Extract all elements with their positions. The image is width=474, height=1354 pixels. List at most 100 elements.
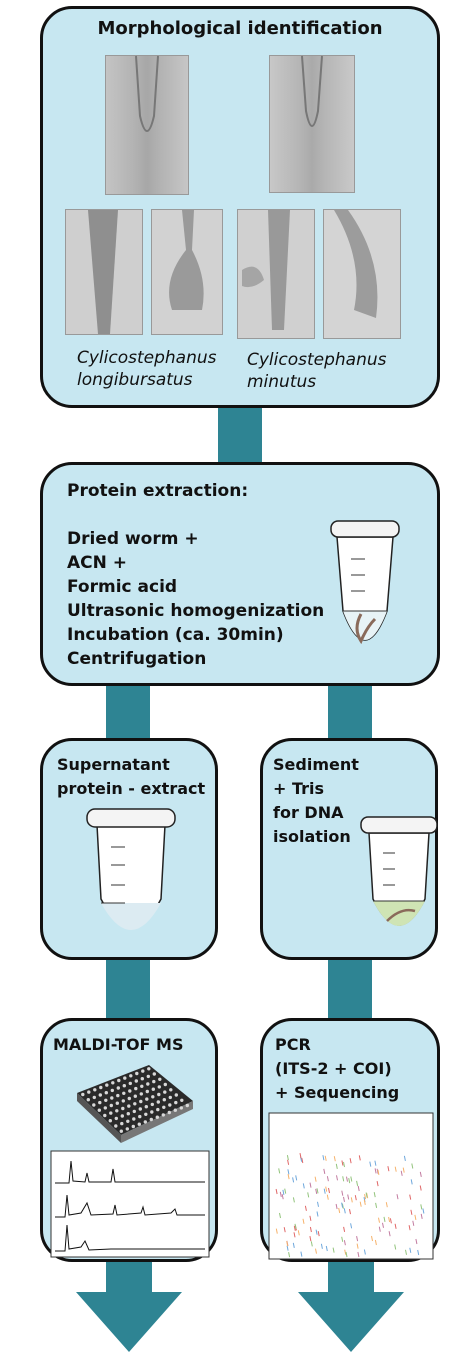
trace-mark bbox=[287, 1174, 290, 1180]
extraction-box: Protein extraction: Dried worm + ACN + F… bbox=[40, 462, 440, 686]
trace-mark bbox=[341, 1236, 344, 1242]
worm-tail-icon bbox=[88, 210, 118, 334]
trace-mark bbox=[419, 1171, 422, 1177]
supernatant-line-1: Supernatant bbox=[57, 755, 170, 774]
plate-well bbox=[167, 1110, 171, 1115]
plate-well bbox=[127, 1096, 131, 1101]
plate-well bbox=[169, 1088, 173, 1092]
trace-mark bbox=[363, 1249, 366, 1255]
trace-mark bbox=[292, 1197, 295, 1203]
plate-well bbox=[156, 1107, 160, 1112]
trace-mark bbox=[363, 1199, 366, 1205]
trace-mark bbox=[409, 1194, 412, 1200]
plate-well bbox=[168, 1103, 172, 1107]
plate-well bbox=[86, 1098, 90, 1102]
plate-well bbox=[111, 1081, 115, 1085]
plate-well bbox=[104, 1098, 108, 1102]
trace-mark bbox=[356, 1243, 359, 1249]
trace-mark bbox=[286, 1155, 289, 1161]
trace-mark bbox=[385, 1202, 388, 1208]
sediment-line-1: Sediment bbox=[273, 755, 359, 774]
connector-supernatant-maldi bbox=[106, 950, 150, 1022]
trace-mark bbox=[378, 1217, 380, 1223]
plate-well bbox=[98, 1100, 102, 1105]
maldi-title: MALDI-TOF MS bbox=[53, 1035, 184, 1054]
spectra-icon bbox=[50, 1150, 210, 1258]
trace-mark bbox=[315, 1229, 318, 1235]
extraction-step-2: ACN + bbox=[67, 553, 128, 573]
trace-mark bbox=[333, 1156, 336, 1162]
trace-mark bbox=[315, 1188, 318, 1194]
trace-mark bbox=[396, 1194, 399, 1200]
plate-well bbox=[140, 1077, 144, 1081]
extraction-step-6: Centrifugation bbox=[67, 649, 207, 669]
trace-mark bbox=[343, 1196, 345, 1202]
trace-mark bbox=[347, 1194, 350, 1200]
plate-well bbox=[93, 1088, 97, 1092]
plate-well bbox=[140, 1084, 144, 1088]
species-a-genus: Cylicostephanus bbox=[77, 348, 217, 368]
trace-mark bbox=[378, 1226, 381, 1232]
plate-well bbox=[157, 1085, 161, 1089]
trace-mark bbox=[345, 1251, 348, 1258]
trace-mark bbox=[278, 1168, 281, 1174]
plate-well bbox=[126, 1119, 130, 1123]
plate-well bbox=[155, 1115, 159, 1119]
down-arrow-icon bbox=[298, 1262, 404, 1352]
plate-well bbox=[161, 1113, 165, 1117]
trace-mark bbox=[354, 1195, 357, 1201]
plate-well bbox=[152, 1079, 156, 1084]
plate-well bbox=[143, 1120, 147, 1124]
trace-mark bbox=[325, 1245, 328, 1252]
plate-well bbox=[126, 1112, 130, 1116]
trace-mark bbox=[349, 1158, 352, 1164]
trace-mark bbox=[375, 1202, 378, 1208]
trace-mark bbox=[400, 1170, 403, 1176]
trace-mark bbox=[383, 1216, 386, 1222]
trace-mark bbox=[326, 1176, 329, 1182]
trace-mark bbox=[323, 1168, 326, 1174]
supernatant-line-2: protein - extract bbox=[57, 779, 206, 798]
trace-mark bbox=[350, 1223, 353, 1229]
trace-mark bbox=[346, 1176, 348, 1182]
extraction-step-5: Incubation (ca. 30min) bbox=[67, 625, 284, 645]
trace-mark bbox=[307, 1192, 310, 1198]
plate-well bbox=[139, 1099, 143, 1104]
worm-head-icon bbox=[135, 55, 159, 132]
trace-mark bbox=[314, 1176, 317, 1182]
plate-well bbox=[128, 1089, 132, 1093]
trace-mark bbox=[387, 1166, 390, 1172]
plate-well bbox=[132, 1117, 136, 1121]
worm-icon bbox=[355, 613, 377, 645]
plate-well bbox=[133, 1094, 137, 1098]
trace-mark bbox=[309, 1236, 312, 1242]
plate-well bbox=[135, 1071, 139, 1076]
plate-well bbox=[122, 1084, 126, 1088]
trace-mark bbox=[275, 1188, 278, 1195]
trace-mark bbox=[343, 1208, 346, 1214]
trace-mark bbox=[322, 1155, 325, 1161]
trace-mark bbox=[338, 1207, 341, 1214]
trace-mark bbox=[317, 1201, 319, 1207]
plate-well bbox=[121, 1099, 125, 1103]
extraction-step-3: Formic acid bbox=[67, 577, 178, 597]
target-plate-icon bbox=[77, 1065, 193, 1143]
plate-well bbox=[144, 1105, 148, 1109]
trace-mark bbox=[350, 1176, 353, 1182]
morphology-title: Morphological identification bbox=[97, 18, 383, 39]
plate-well bbox=[134, 1086, 138, 1091]
trace-mark bbox=[409, 1247, 412, 1253]
plate-well bbox=[128, 1081, 132, 1086]
sequence-trace-icon bbox=[268, 1112, 434, 1260]
plate-well bbox=[104, 1091, 108, 1095]
plate-well bbox=[174, 1093, 178, 1097]
trace-mark bbox=[328, 1187, 330, 1194]
trace-mark bbox=[324, 1155, 327, 1161]
trace-mark bbox=[410, 1179, 413, 1185]
photo-minutus-head bbox=[269, 55, 355, 193]
trace-mark bbox=[299, 1153, 302, 1159]
plate-well bbox=[138, 1114, 142, 1119]
trace-mark bbox=[348, 1178, 351, 1184]
photo-longibursatus-tail-1 bbox=[65, 209, 143, 335]
plate-well bbox=[144, 1112, 148, 1116]
